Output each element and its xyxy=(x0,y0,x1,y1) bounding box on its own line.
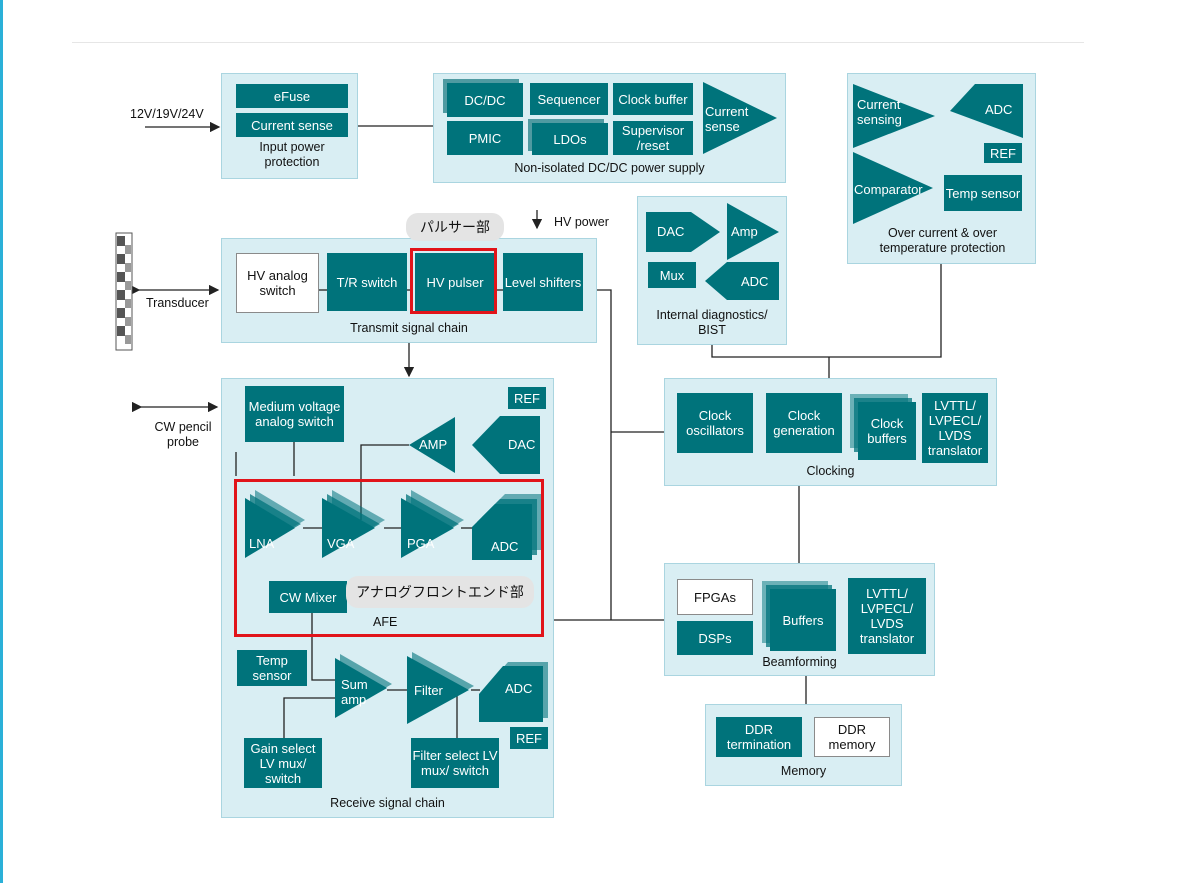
clocking-caption: Clocking xyxy=(806,464,855,478)
pga-shape xyxy=(401,498,454,558)
transducer-label: Transducer xyxy=(146,296,209,310)
divider xyxy=(72,42,1084,43)
receive-ref-bottom-block: REF xyxy=(510,727,548,749)
protection-adc-shape xyxy=(950,84,1023,138)
sum-amp-shape xyxy=(335,658,387,718)
diag-adc-shape xyxy=(705,262,779,300)
filter-shape xyxy=(407,656,469,724)
pulser-note: パルサー部 xyxy=(406,213,504,241)
vga-label: VGA xyxy=(327,536,355,551)
input-power-caption: Input power protection xyxy=(259,140,325,169)
line-tx-bus xyxy=(597,289,612,620)
hv-pulser-highlight xyxy=(410,248,497,314)
diag-amp-label: Amp xyxy=(731,224,758,239)
supervisor-reset-block: Supervisor /reset xyxy=(613,121,693,155)
window-edge xyxy=(0,0,3,883)
transducer-array-icon xyxy=(115,232,133,351)
cw-mixer-block: CW Mixer xyxy=(269,581,347,613)
amp-shape xyxy=(409,417,455,473)
rx-adc-shape xyxy=(479,666,543,722)
input-voltage-label: 12V/19V/24V xyxy=(130,107,204,121)
current-sensing-amp-shape xyxy=(853,84,935,148)
line-amp-vga xyxy=(360,444,409,520)
beamforming-buffers-block: Buffers xyxy=(770,589,836,651)
rx-dac-shape xyxy=(472,416,540,474)
memory-caption: Memory xyxy=(780,764,827,778)
diag-dac-label: DAC xyxy=(657,224,685,239)
receive-ref-top-block: REF xyxy=(508,387,546,409)
transmit-caption: Transmit signal chain xyxy=(350,321,468,335)
lna-label: LNA xyxy=(249,536,275,551)
afe-note: アナログフロントエンド部 xyxy=(346,576,534,608)
dcdc-block: DC/DC xyxy=(447,83,523,117)
comparator-label: Comparator xyxy=(854,182,923,197)
afe-caption: AFE xyxy=(373,615,398,629)
protection-adc-label: ADC xyxy=(985,102,1013,117)
tr-switch-block: T/R switch xyxy=(327,253,407,311)
clock-oscillators-block: Clock oscillators xyxy=(677,393,753,453)
fpgas-block: FPGAs xyxy=(677,579,753,615)
protection-ref-block: REF xyxy=(984,143,1022,163)
comparator-shape xyxy=(853,152,933,224)
current-sense-label: Current sense xyxy=(705,104,749,134)
diagnostics-caption: Internal diagnostics/ BIST xyxy=(656,308,768,337)
pga-label: PGA xyxy=(407,536,435,551)
beamforming-translator-block: LVTTL/ LVPECL/ LVDS translator xyxy=(848,578,926,654)
dcdc-caption: Non-isolated DC/DC power supply xyxy=(514,161,705,175)
current-sensing-label: Current sensing xyxy=(857,97,902,127)
medium-voltage-switch-block: Medium voltage analog switch xyxy=(245,386,344,442)
level-shifters-block: Level shifters xyxy=(503,253,583,311)
pmic-block: PMIC xyxy=(447,121,523,155)
ddr-termination-block: DDR termination xyxy=(716,717,802,757)
hv-analog-switch-block: HV analog switch xyxy=(236,253,319,313)
gain-select-mux-block: Gain select LV mux/ switch xyxy=(244,738,322,788)
ddr-memory-block: DDR memory xyxy=(814,717,890,757)
hv-power-label: HV power xyxy=(554,215,609,229)
current-sense-block: Current sense xyxy=(236,113,348,137)
clock-generation-block: Clock generation xyxy=(766,393,842,453)
receive-caption: Receive signal chain xyxy=(330,796,445,810)
clock-buffer-block: Clock buffer xyxy=(613,83,693,115)
receive-temp-sensor-block: Temp sensor xyxy=(237,650,307,686)
protection-temp-sensor-block: Temp sensor xyxy=(944,175,1022,211)
ldos-block: LDOs xyxy=(532,123,608,155)
cw-probe-label: CW pencil probe xyxy=(154,420,212,449)
dsps-block: DSPs xyxy=(677,621,753,655)
diag-amp-shape xyxy=(727,203,779,260)
clock-buffers-block: Clock buffers xyxy=(858,402,916,460)
sequencer-block: Sequencer xyxy=(530,83,608,115)
diag-adc-label: ADC xyxy=(741,274,769,289)
afe-adc-label: ADC xyxy=(491,539,519,554)
amp-label: AMP xyxy=(419,437,448,452)
efuse-block: eFuse xyxy=(236,84,348,108)
filter-select-mux-block: Filter select LV mux/ switch xyxy=(411,738,499,788)
diag-dac-shape xyxy=(646,212,720,252)
afe-adc-shape xyxy=(472,504,532,560)
line-diag-protection xyxy=(711,264,942,358)
afe-highlight xyxy=(234,479,544,637)
sum-amp-label: Sum amp xyxy=(341,677,368,707)
protection-caption: Over current & over temperature protecti… xyxy=(879,226,1006,255)
receive-adc-label: ADC xyxy=(505,681,533,696)
vga-shape xyxy=(322,498,375,558)
beamforming-caption: Beamforming xyxy=(762,655,837,669)
receive-dac-label: DAC xyxy=(508,437,536,452)
diag-mux-block: Mux xyxy=(648,262,696,288)
current-sense-amp-shape xyxy=(703,82,777,154)
lna-shape xyxy=(245,498,295,558)
clocking-translator-block: LVTTL/ LVPECL/ LVDS translator xyxy=(922,393,988,463)
filter-label: Filter xyxy=(414,683,443,698)
hv-pulser-block: HV pulser xyxy=(415,253,495,311)
